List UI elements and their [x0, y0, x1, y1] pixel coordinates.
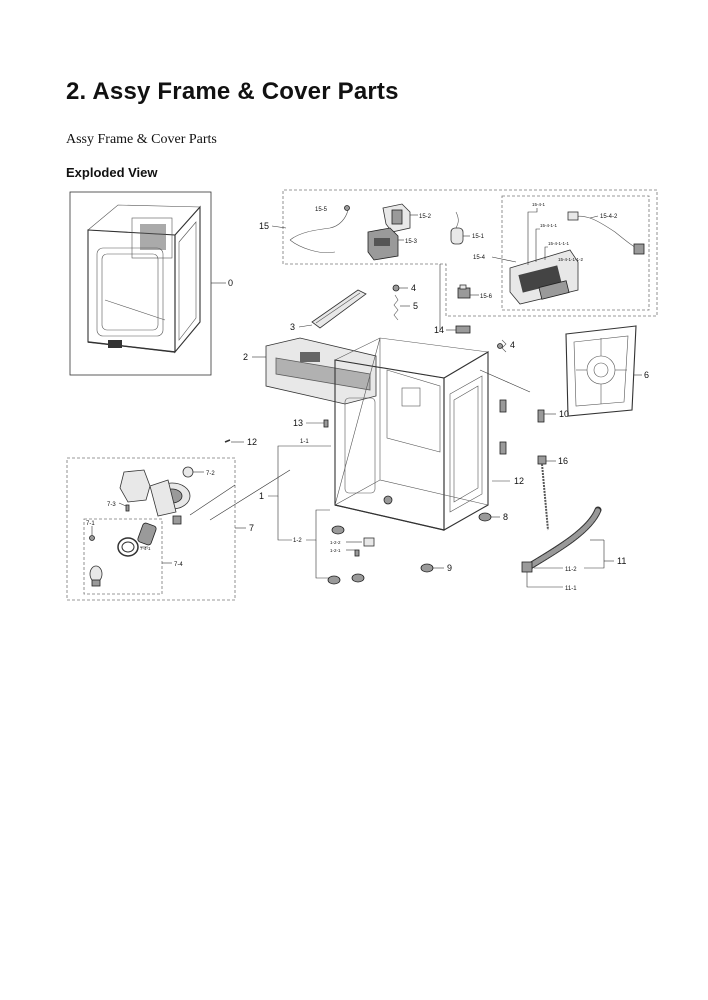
label-0: 0	[228, 278, 233, 288]
part-15-5-harness	[289, 209, 349, 253]
label-1-2-1: 1-2-1	[330, 548, 341, 553]
label-7-3: 7-3	[107, 502, 116, 508]
part-12-screw-left	[224, 439, 231, 443]
part-15-6-connector	[457, 284, 471, 299]
part-4-spring-hook	[497, 343, 503, 349]
assembly-cabinet-drawing	[87, 204, 201, 354]
part-11-hose	[521, 506, 602, 573]
part-1-2-feet	[327, 525, 375, 585]
label-11-1: 11-1	[565, 586, 577, 592]
label-15-1: 15-1	[472, 234, 485, 240]
label-7: 7	[249, 523, 254, 533]
label-12-right: 12	[514, 476, 524, 486]
label-15-4-1-1-2: 15-4-1-1-1-2	[558, 257, 584, 262]
label-7-2: 7-2	[206, 471, 215, 477]
label-11: 11	[617, 556, 626, 566]
part-15-3-module	[367, 227, 399, 261]
group-15-4-box	[501, 195, 650, 311]
label-7-4-1: 7-4-1	[140, 546, 151, 551]
label-15-5: 15-5	[315, 207, 328, 213]
label-2: 2	[243, 352, 248, 362]
section-title: Exploded View	[66, 165, 158, 180]
part-8-foot	[478, 512, 492, 522]
group-7-4-box	[83, 518, 163, 595]
label-15-6: 15-6	[480, 294, 493, 300]
part-14-sensor	[455, 325, 471, 334]
label-12-left: 12	[247, 437, 257, 447]
part-4-bracket	[392, 284, 400, 292]
label-15-4-1: 15-4-1	[532, 202, 546, 207]
label-15-4: 15-4	[473, 255, 486, 261]
part-15-2-bracket	[382, 203, 411, 233]
part-5-spring	[393, 294, 399, 321]
part-3-rail	[311, 289, 367, 329]
part-7-1-screw	[89, 535, 95, 541]
label-15-4-2: 15-4-2	[600, 214, 618, 220]
label-9: 9	[447, 563, 452, 573]
part-9-foot	[420, 563, 434, 573]
page-subtitle: Assy Frame & Cover Parts	[66, 132, 217, 147]
label-14: 14	[434, 325, 444, 335]
label-7-4: 7-4	[174, 562, 183, 568]
label-15-2: 15-2	[419, 214, 432, 220]
label-11-2: 11-2	[565, 567, 577, 573]
label-15: 15	[259, 221, 269, 231]
part-15-1-capacitor	[450, 227, 464, 245]
part-1-cabinet-frame	[334, 337, 489, 531]
part-7-pump	[119, 466, 194, 517]
label-5: 5	[413, 301, 418, 311]
assembly-box	[69, 191, 212, 376]
part-15-4-pcb	[509, 249, 579, 305]
label-1: 1	[259, 491, 264, 501]
part-2-control-panel-frame	[265, 337, 377, 405]
part-7-4-filter	[89, 515, 182, 587]
label-4-right: 4	[510, 340, 515, 350]
label-8: 8	[503, 512, 508, 522]
label-3: 3	[290, 322, 295, 332]
part-15-4-2-harness	[569, 215, 641, 251]
part-6-rear-cover	[565, 325, 637, 417]
label-1-2-2: 1-2-2	[330, 540, 341, 545]
page-heading: 2. Assy Frame & Cover Parts	[66, 78, 399, 105]
group-15-box	[282, 189, 658, 317]
label-15-4-1-1-1: 15-4-1-1-1	[548, 241, 570, 246]
label-7-1: 7-1	[86, 521, 95, 527]
label-16: 16	[558, 456, 568, 466]
label-10: 10	[559, 409, 569, 419]
label-4-top: 4	[411, 283, 416, 293]
label-1-1: 1-1	[300, 439, 309, 445]
part-10-bolts	[499, 399, 545, 455]
label-13: 13	[293, 418, 303, 428]
label-6: 6	[644, 370, 649, 380]
part-13-clip	[323, 419, 329, 428]
label-15-3: 15-3	[405, 239, 418, 245]
part-16-bracket	[537, 455, 549, 531]
label-15-4-1-1: 15-4-1-1	[540, 223, 558, 228]
label-1-2: 1-2	[293, 538, 302, 544]
